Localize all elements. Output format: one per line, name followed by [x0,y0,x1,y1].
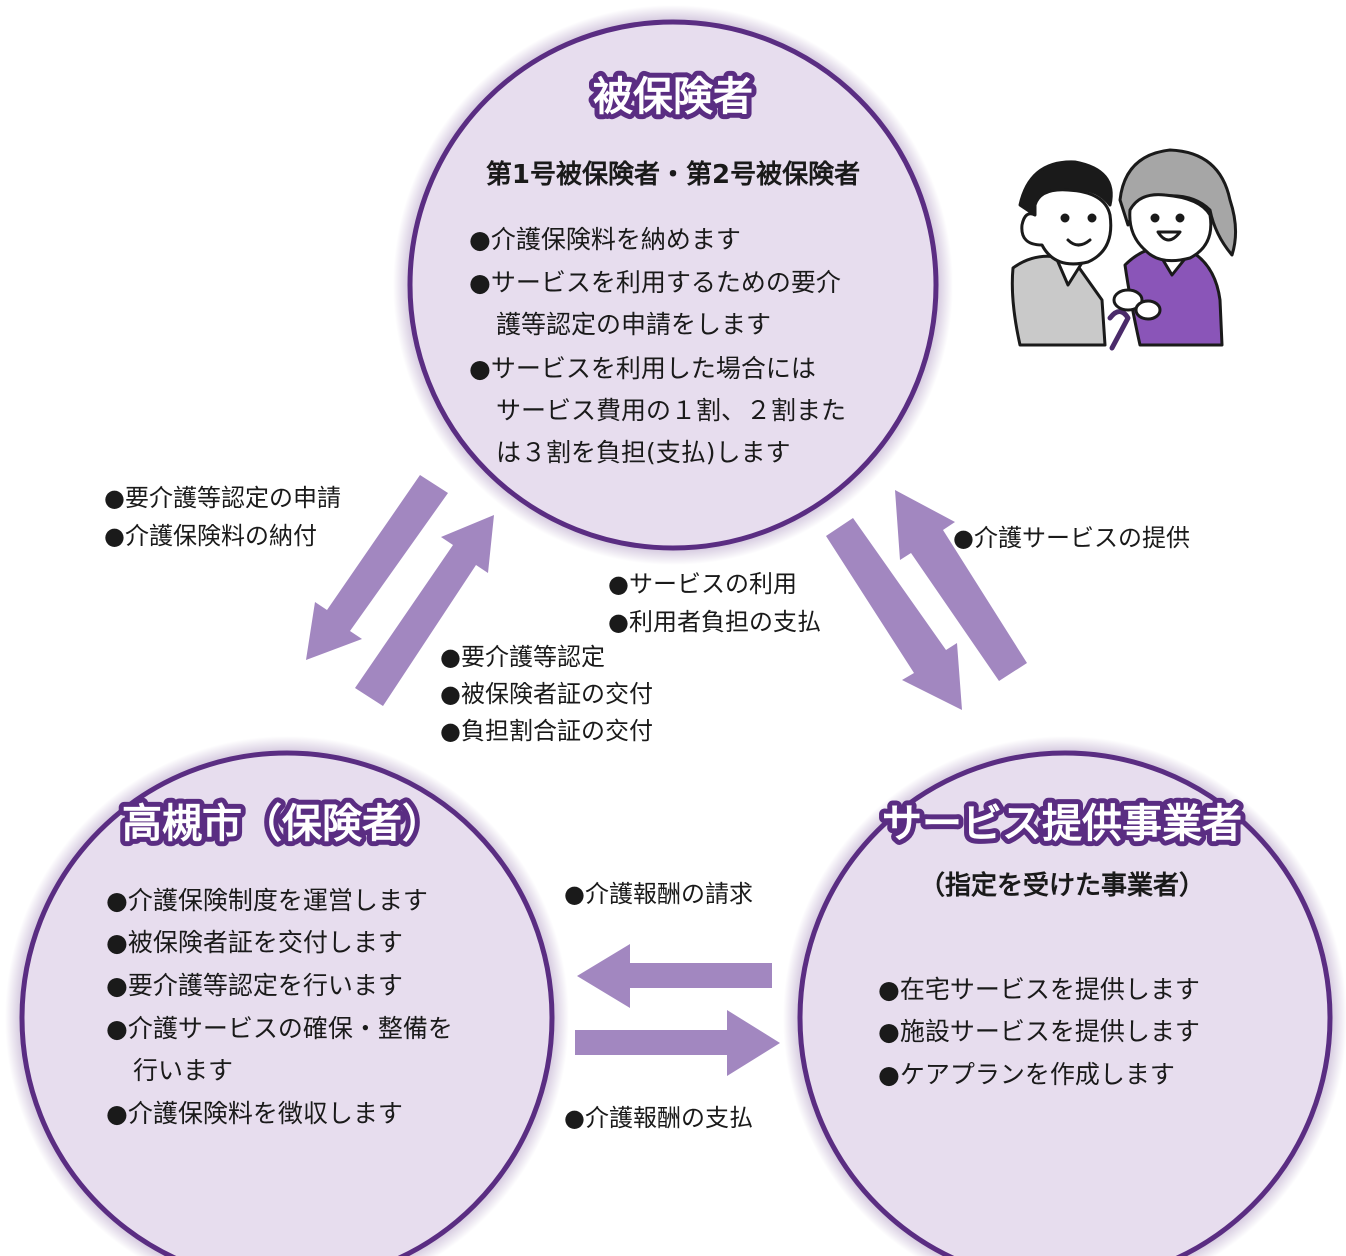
flow-label: ●被保険者証の交付 [440,680,653,708]
provider-title: サービス提供事業者 [882,801,1242,847]
city-line: ●介護サービスの確保・整備を [106,1014,453,1043]
flow-label: ●要介護等認定の申請 [104,484,341,512]
insured-title: 被保険者 [593,74,753,120]
flow-city-to-insured-label: ●要介護等認定 ●被保険者証の交付 ●負担割合証の交付 [440,643,653,745]
insured-line: ●介護保険料を納めます [469,225,741,254]
city-body: ●介護保険制度を運営します ●被保険者証を交付します ●要介護等認定を行います … [106,886,453,1128]
insured-subtitle: 第1号被保険者・第2号被保険者 [486,159,860,190]
flow-provider-to-city-label: ●介護報酬の請求 [564,880,753,908]
insured-line: ●サービスを利用するための要介 [469,268,841,297]
flow-insured-to-provider-label: ●サービスの利用 ●利用者負担の支払 [608,570,821,636]
flow-label: ●介護報酬の請求 [564,880,753,908]
city-circle [5,736,569,1256]
provider-body: ●在宅サービスを提供します ●施設サービスを提供します ●ケアプランを作成します [878,975,1200,1089]
insured-body: ●介護保険料を納めます ●サービスを利用するための要介 護等認定の申請をします … [469,225,846,467]
city-line: ●要介護等認定を行います [106,971,403,1000]
city-line: ●介護保険料を徴収します [106,1099,403,1128]
flow-label: ●利用者負担の支払 [608,608,821,636]
provider-line: ●在宅サービスを提供します [878,975,1200,1004]
flow-label: ●介護サービスの提供 [953,524,1190,552]
provider-subtitle: （指定を受けた事業者） [919,870,1205,901]
city-line: 行います [133,1056,233,1085]
insured-line: サービス費用の１割、２割また [496,396,846,425]
arrow-city-to-insured [355,515,494,706]
arrow-city-to-provider [575,1010,780,1076]
arrow-insured-to-city [306,475,448,660]
arrow-provider-to-insured [895,490,1027,681]
insured-line: ●サービスを利用した場合には [469,354,816,383]
arrow-provider-to-city [577,944,772,1008]
arrow-insured-to-provider [826,518,962,710]
provider-line: ●ケアプランを作成します [878,1060,1175,1089]
provider-circle [783,736,1346,1256]
flow-label: ●介護保険料の納付 [104,522,317,550]
flow-label: ●介護報酬の支払 [564,1104,753,1132]
insured-line: 護等認定の申請をします [496,310,771,339]
flow-city-to-provider-label: ●介護報酬の支払 [564,1104,753,1132]
provider-line: ●施設サービスを提供します [878,1017,1200,1046]
insured-line: は３割を負担(支払)します [496,438,791,467]
elderly-man-and-caregiver-illustration [1010,148,1237,351]
flow-insured-to-city-label: ●要介護等認定の申請 ●介護保険料の納付 [104,484,341,550]
city-line: ●被保険者証を交付します [106,928,403,957]
city-line: ●介護保険制度を運営します [106,886,428,915]
flow-label: ●要介護等認定 [440,643,605,671]
flow-label: ●サービスの利用 [608,570,797,598]
city-title: 高槻市（保険者） [122,801,442,847]
insured-circle [393,5,953,565]
flow-label: ●負担割合証の交付 [440,717,653,745]
flow-provider-to-insured-label: ●介護サービスの提供 [953,524,1190,552]
